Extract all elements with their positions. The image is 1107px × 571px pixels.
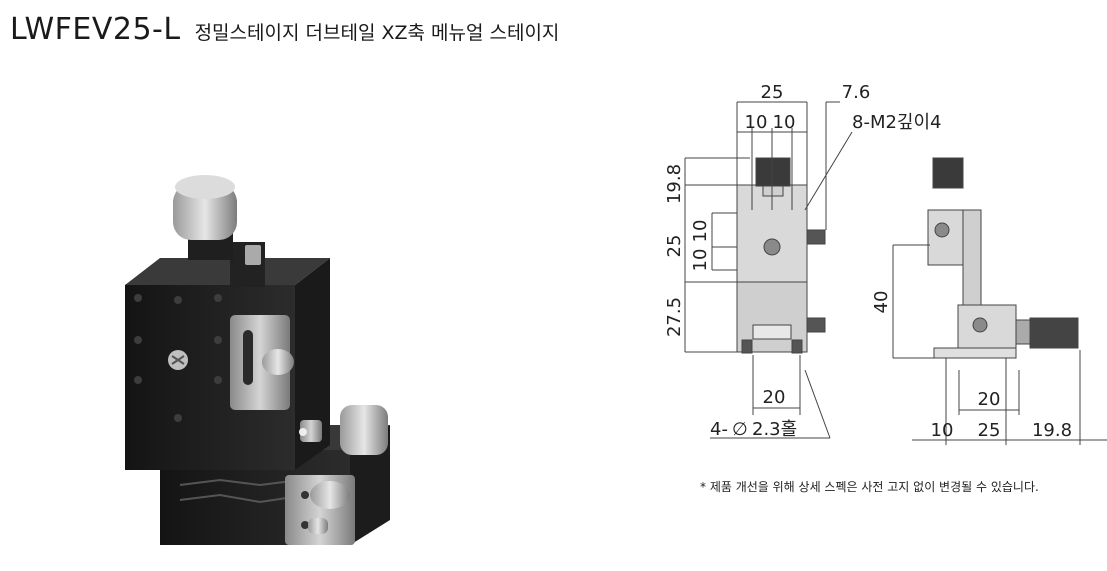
front-dim-hole-lower: 10 xyxy=(690,249,711,272)
model-name: LWFEV25-L xyxy=(10,12,181,47)
mount-hole-value: 2.3홀 xyxy=(752,419,797,440)
side-dim-knob: 19.8 xyxy=(1032,420,1072,441)
front-dim-mount-pitch: 20 xyxy=(763,387,786,408)
side-dim-left: 10 xyxy=(931,420,954,441)
mount-hole-prefix: 4- xyxy=(710,419,728,440)
z-stage xyxy=(125,258,330,470)
front-dim-knob-height: 19.8 xyxy=(664,164,685,204)
product-subtitle: 정밀스테이지 더브테일 XZ축 메뉴얼 스테이지 xyxy=(194,22,560,44)
front-dim-hole-right: 10 xyxy=(773,112,796,133)
side-dim-height: 40 xyxy=(871,291,892,314)
front-dim-knob-offset: 7.6 xyxy=(842,82,871,103)
diameter-symbol: ∅ xyxy=(732,419,748,440)
front-dim-base-height: 27.5 xyxy=(664,297,685,337)
front-dim-plate-height: 25 xyxy=(664,235,685,258)
x-adjust-knob xyxy=(308,405,388,534)
dimension-drawing: 25 7.6 10 10 8-M2깊이4 19.8 25 10 10 27.5 … xyxy=(664,82,1107,445)
z-adjust-knob xyxy=(173,175,265,287)
front-dim-hole-upper: 10 xyxy=(690,220,711,243)
page-header: LWFEV25-L 정밀스테이지 더브테일 XZ축 메뉴얼 스테이지 xyxy=(10,12,559,52)
tap-callout: 8-M2깊이4 xyxy=(852,112,942,133)
side-dim-mount-pitch: 20 xyxy=(978,389,1001,410)
product-image xyxy=(125,175,390,545)
front-dim-top-width: 25 xyxy=(761,82,784,103)
side-dim-base: 25 xyxy=(978,420,1001,441)
front-dim-hole-left: 10 xyxy=(745,112,768,133)
spec-change-note: * 제품 개선을 위해 상세 스펙은 사전 고지 없이 변경될 수 있습니다. xyxy=(700,480,1039,494)
